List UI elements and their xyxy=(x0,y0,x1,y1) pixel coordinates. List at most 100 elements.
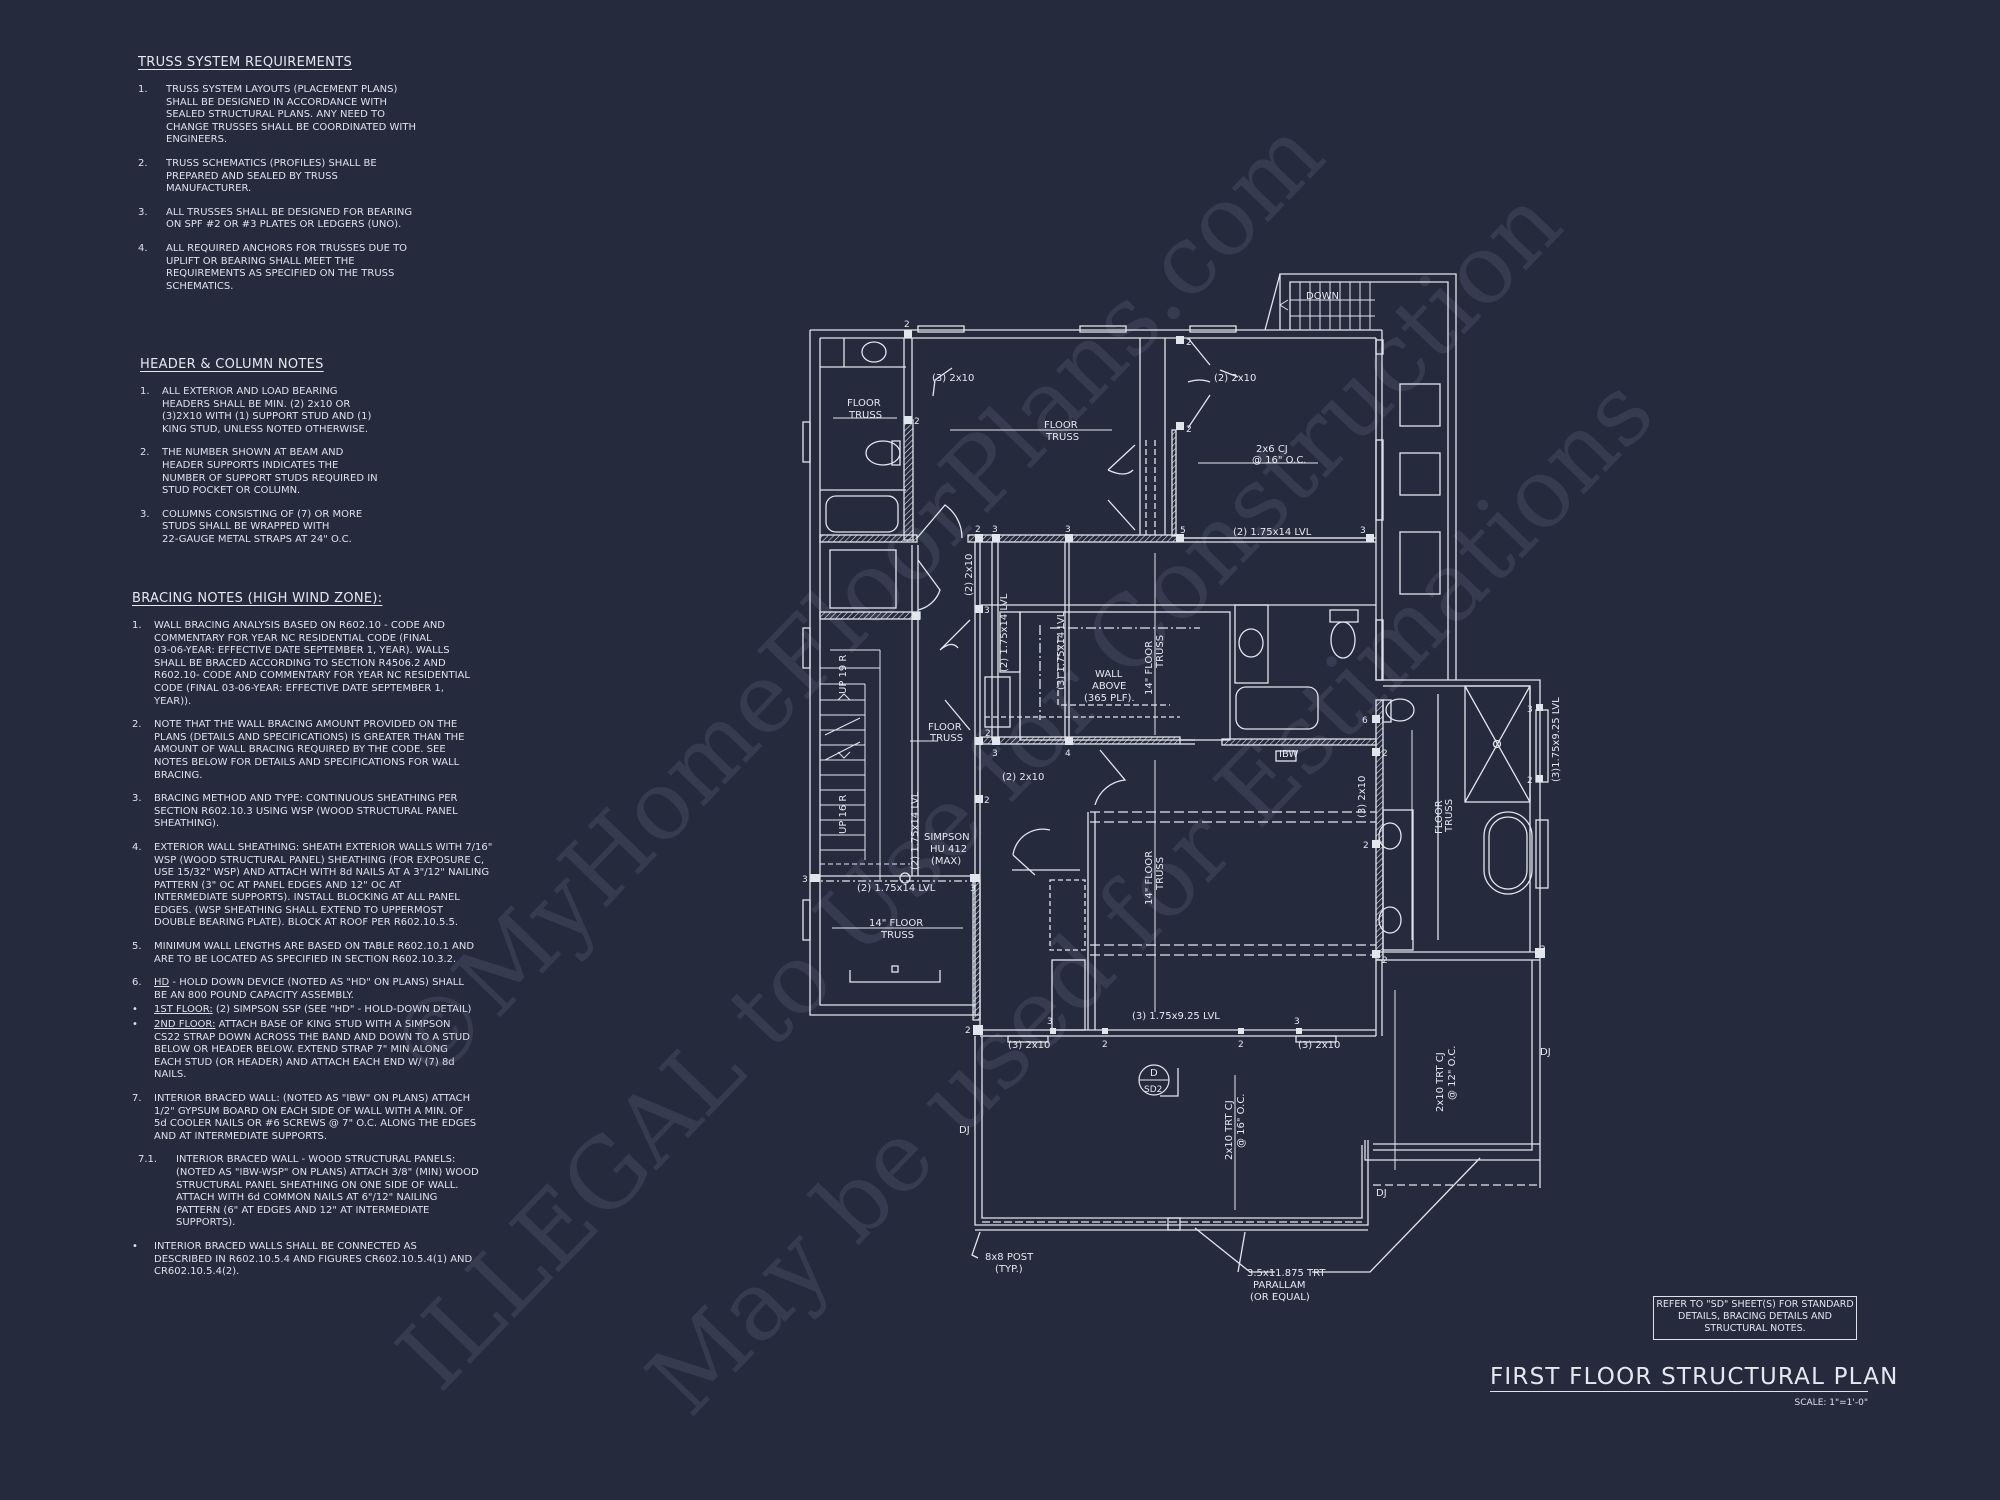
svg-text:(2) 2x10: (2) 2x10 xyxy=(1002,772,1044,783)
svg-text:2: 2 xyxy=(985,729,991,739)
title-block: FIRST FLOOR STRUCTURAL PLAN SCALE: 1"=1'… xyxy=(1490,1364,1899,1408)
svg-text:@ 12" O.C.: @ 12" O.C. xyxy=(1447,1046,1458,1101)
svg-text:(2) 2x10: (2) 2x10 xyxy=(964,554,975,596)
note-number: 3. xyxy=(132,793,142,805)
svg-text:UP 16 R: UP 16 R xyxy=(838,795,849,834)
note-text: ALL TRUSSES SHALL BE DESIGNED FOR BEARIN… xyxy=(166,206,413,231)
svg-text:FLOOR: FLOOR xyxy=(928,722,962,733)
section-heading: TRUSS SYSTEM REQUIREMENTS xyxy=(138,55,352,70)
svg-text:D: D xyxy=(1150,1068,1158,1079)
note-item: 7.1. INTERIOR BRACED WALL - WOOD STRUCTUR… xyxy=(132,1154,492,1230)
note-item: 3. COLUMNS CONSISTING OF (7) OR MORE STUD… xyxy=(140,509,378,547)
svg-text:2: 2 xyxy=(1382,956,1388,966)
note-text: HD - HOLD DOWN DEVICE (NOTED AS "HD" ON … xyxy=(154,977,464,1001)
detail-callout-d-sd2[interactable]: D SD2 xyxy=(1138,1064,1170,1096)
svg-text:TRUSS: TRUSS xyxy=(1155,857,1166,891)
svg-text:FLOOR: FLOOR xyxy=(847,398,881,409)
note-text: NOTE THAT THE WALL BRACING AMOUNT PROVID… xyxy=(154,719,465,781)
note-list: 1. ALL EXTERIOR AND LOAD BEARING HEADERS … xyxy=(140,386,378,547)
svg-text:(2) 1.75x14 LVL: (2) 1.75x14 LVL xyxy=(910,791,921,870)
svg-text:2: 2 xyxy=(1186,425,1192,435)
svg-text:3: 3 xyxy=(992,749,998,759)
svg-text:5: 5 xyxy=(1180,526,1186,536)
note-text: 1ST FLOOR: (2) SIMPSON SSP (SEE "HD" - H… xyxy=(154,1004,472,1016)
svg-text:2: 2 xyxy=(1102,1040,1108,1050)
note-number: 3. xyxy=(140,508,150,520)
svg-text:(2) 1.75x14 LVL: (2) 1.75x14 LVL xyxy=(857,883,936,894)
support-stud-counts: 2 2 2 2 2 3 3 5 3 3 3 2 3 4 2 3 3 6 2 2 … xyxy=(802,320,1546,1050)
svg-text:14" FLOOR: 14" FLOOR xyxy=(869,918,923,929)
svg-text:3: 3 xyxy=(992,525,998,535)
svg-text:2x10 TRT CJ: 2x10 TRT CJ xyxy=(1435,1052,1446,1112)
note-item: 3. ALL TRUSSES SHALL BE DESIGNED FOR BEAR… xyxy=(138,207,416,232)
note-item: 1. WALL BRACING ANALYSIS BASED ON R602.10… xyxy=(132,620,492,708)
plan-annotations: FLOOR TRUSS (3) 2x10 FLOOR TRUSS (2) 2x1… xyxy=(838,291,1562,1303)
bracing-notes: BRACING NOTES (HIGH WIND ZONE): 1.WALL B… xyxy=(132,591,492,1290)
note-item: 2.THE NUMBER SHOWN AT BEAM AND HEADER SU… xyxy=(140,447,378,497)
note-number: 1. xyxy=(140,386,150,397)
svg-text:3.5x11.875 TRT: 3.5x11.875 TRT xyxy=(1247,1268,1326,1279)
svg-text:TRUSS: TRUSS xyxy=(880,930,914,941)
note-item: •INTERIOR BRACED WALLS SHALL BE CONNECTE… xyxy=(132,1241,492,1279)
plan-linework xyxy=(802,273,1549,1273)
svg-text:2: 2 xyxy=(1186,338,1192,348)
note-text: INTERIOR BRACED WALL: (NOTED AS "IBW" ON… xyxy=(154,1093,477,1142)
svg-text:DJ: DJ xyxy=(959,1125,970,1136)
note-number: 7.1. xyxy=(138,1154,158,1166)
note-item: 6. HD - HOLD DOWN DEVICE (NOTED AS "HD" O… xyxy=(132,977,492,1002)
note-item: •1ST FLOOR: (2) SIMPSON SSP (SEE "HD" - … xyxy=(132,1004,492,1017)
svg-text:(OR EQUAL): (OR EQUAL) xyxy=(1250,1292,1310,1303)
note-item: 7. INTERIOR BRACED WALL: (NOTED AS "IBW" … xyxy=(132,1093,492,1143)
note-text: ALL EXTERIOR AND LOAD BEARING HEADERS SH… xyxy=(162,386,372,435)
svg-text:6: 6 xyxy=(1362,716,1368,726)
svg-text:3: 3 xyxy=(802,875,808,885)
svg-text:2x10 TRT CJ: 2x10 TRT CJ xyxy=(1224,1100,1235,1160)
svg-text:(365 PLF).: (365 PLF). xyxy=(1084,693,1135,704)
svg-text:3: 3 xyxy=(1527,705,1533,715)
svg-text:(3) 1.75x9.25 LVL: (3) 1.75x9.25 LVL xyxy=(1132,1011,1220,1022)
note-number: 1. xyxy=(132,620,142,631)
svg-text:(TYP.): (TYP.) xyxy=(995,1264,1023,1275)
svg-text:TRUSS: TRUSS xyxy=(1444,799,1455,833)
svg-text:(2) 2x10: (2) 2x10 xyxy=(1214,373,1256,384)
sheet-title: FIRST FLOOR STRUCTURAL PLAN xyxy=(1490,1364,1899,1392)
svg-text:2: 2 xyxy=(1238,1040,1244,1050)
svg-text:SD2: SD2 xyxy=(1144,1085,1162,1095)
svg-text:(3) 2x10: (3) 2x10 xyxy=(1357,776,1368,818)
note-text: INTERIOR BRACED WALL - WOOD STRUCTURAL P… xyxy=(176,1154,479,1229)
note-text: MINIMUM WALL LENGTHS ARE BASED ON TABLE … xyxy=(154,941,475,965)
note-item: 2.TRUSS SCHEMATICS (PROFILES) SHALL BE P… xyxy=(138,158,416,196)
note-number: 6. xyxy=(132,977,142,989)
svg-text:TRUSS: TRUSS xyxy=(848,410,882,421)
svg-text:DJ: DJ xyxy=(1376,1188,1387,1199)
svg-text:(MAX): (MAX) xyxy=(931,856,961,867)
note-item: 2. NOTE THAT THE WALL BRACING AMOUNT PROV… xyxy=(132,719,492,782)
svg-text:(3) 1.75x14 LVL: (3) 1.75x14 LVL xyxy=(1056,611,1067,690)
svg-text:TRUSS: TRUSS xyxy=(1155,635,1166,669)
svg-text:SIMPSON: SIMPSON xyxy=(924,832,970,843)
note-item: 1.TRUSS SYSTEM LAYOUTS (PLACEMENT PLANS)… xyxy=(138,84,416,147)
note-item: 1. ALL EXTERIOR AND LOAD BEARING HEADERS … xyxy=(140,386,378,436)
sheet-scale: SCALE: 1"=1'-0" xyxy=(1794,1398,1868,1408)
note-text: ALL REQUIRED ANCHORS FOR TRUSSES DUE TO … xyxy=(166,242,408,292)
svg-text:2: 2 xyxy=(914,417,920,427)
svg-text:(2) 1.75x14 LVL: (2) 1.75x14 LVL xyxy=(999,593,1010,672)
note-number: 2. xyxy=(140,447,150,459)
note-number: 7. xyxy=(132,1093,142,1104)
note-number: 3. xyxy=(138,206,148,218)
note-text: COLUMNS CONSISTING OF (7) OR MORE STUDS … xyxy=(162,508,363,545)
svg-text:HU 412: HU 412 xyxy=(930,844,967,855)
note-text: 2ND FLOOR: ATTACH BASE OF KING STUD WITH… xyxy=(154,1019,470,1081)
svg-text:UP 19 R: UP 19 R xyxy=(838,655,849,694)
note-number: 2. xyxy=(132,719,142,731)
note-number: 5. xyxy=(132,941,142,953)
note-number: 4. xyxy=(132,841,142,853)
svg-text:DJ: DJ xyxy=(1540,1047,1551,1058)
note-number: • xyxy=(132,1240,138,1252)
svg-text:3: 3 xyxy=(1360,526,1366,536)
svg-text:2x6 CJ: 2x6 CJ xyxy=(1256,444,1288,455)
note-text: WALL BRACING ANALYSIS BASED ON R602.10 -… xyxy=(154,620,470,707)
svg-text:14" FLOOR: 14" FLOOR xyxy=(1144,641,1155,695)
note-list: 1.TRUSS SYSTEM LAYOUTS (PLACEMENT PLANS)… xyxy=(138,84,416,293)
